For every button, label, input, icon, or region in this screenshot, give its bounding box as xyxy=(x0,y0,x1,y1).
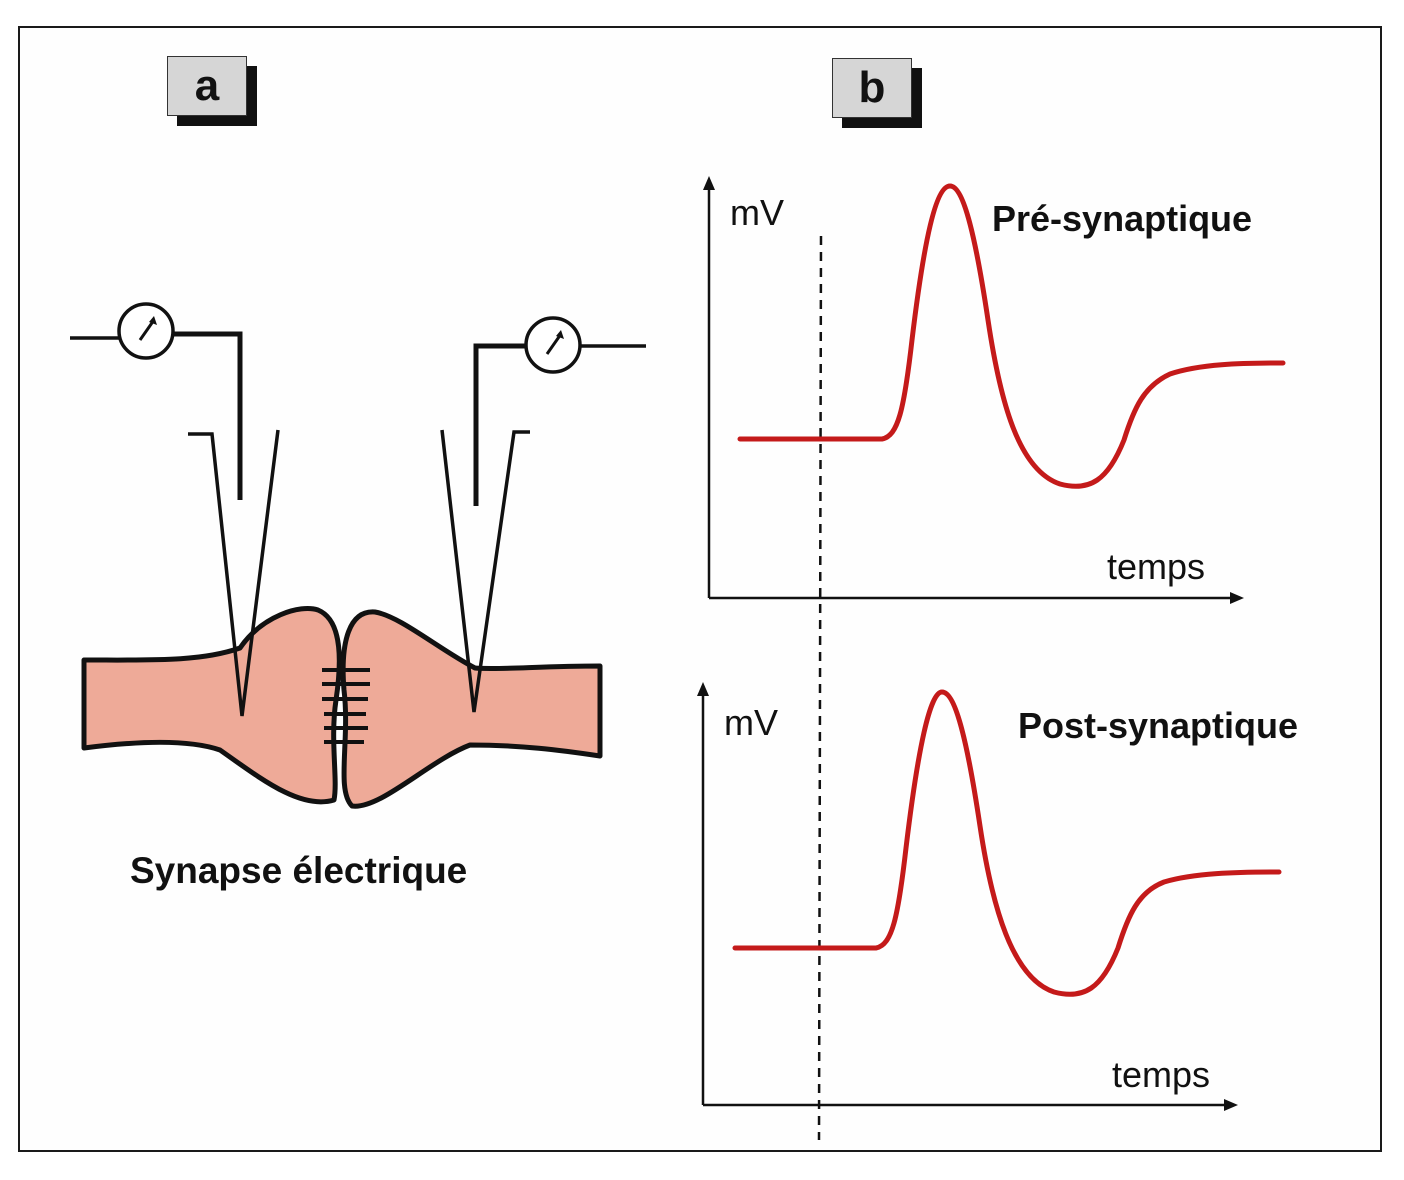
graph-postsynaptic-axes xyxy=(697,682,1238,1111)
graph-presynaptic-axes xyxy=(703,176,1244,604)
panel-label-a: a xyxy=(167,56,247,116)
left-electrode xyxy=(70,331,280,717)
presynaptic-cell xyxy=(81,606,342,805)
graph-postsynaptic-xlabel: temps xyxy=(1112,1054,1211,1095)
voltmeter-icon xyxy=(117,302,175,360)
voltmeter-icon xyxy=(524,316,582,374)
graph-presynaptic-xlabel: temps xyxy=(1107,546,1206,587)
presynaptic-trace xyxy=(737,183,1286,489)
right-electrode xyxy=(440,343,646,713)
figure-frame xyxy=(18,26,1382,1152)
graph-postsynaptic-title: Post-synaptique xyxy=(1018,705,1299,746)
synapse-diagram xyxy=(70,302,646,809)
graph-presynaptic-title: Pré-synaptique xyxy=(992,198,1253,239)
graph-presynaptic-ylabel: mV xyxy=(730,192,784,233)
synapse-caption: Synapse électrique xyxy=(130,850,468,891)
stimulus-time-marker xyxy=(817,235,823,1141)
gap-junctions xyxy=(322,668,370,744)
panel-label-b: b xyxy=(832,58,912,118)
postsynaptic-cell xyxy=(340,609,603,809)
postsynaptic-trace xyxy=(732,689,1282,997)
graph-postsynaptic-ylabel: mV xyxy=(724,702,778,743)
